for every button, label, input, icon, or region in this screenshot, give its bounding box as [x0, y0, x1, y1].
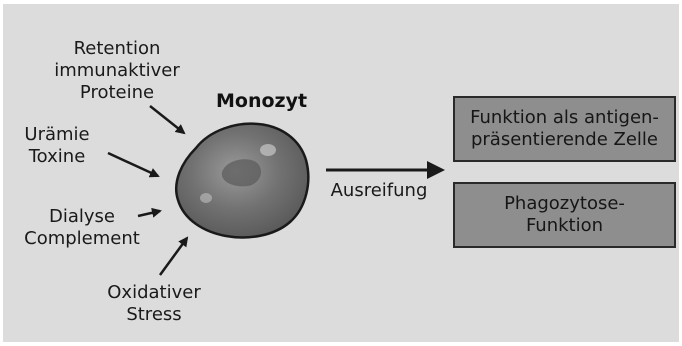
phagocytosis-line-1: Phagozytose- — [504, 193, 625, 215]
retention-line-3: Proteine — [52, 82, 182, 104]
retention-arrow — [150, 106, 184, 133]
antigen-line-1: Funktion als antigen- — [470, 107, 659, 129]
phagocytosis-box: Phagozytose- Funktion — [453, 182, 676, 248]
cell-highlight — [200, 193, 212, 203]
retention-label: Retention immunaktiver Proteine — [52, 38, 182, 104]
phagocytosis-line-2: Funktion — [504, 215, 625, 237]
diagram-title: Monozyt — [216, 90, 307, 112]
oxidativ-line-1: Oxidativer — [94, 282, 214, 304]
antigen-presenting-box: Funktion als antigen- präsentierende Zel… — [453, 96, 676, 162]
antigen-line-2: präsentierende Zelle — [470, 129, 659, 151]
oxidativ-line-2: Stress — [94, 304, 214, 326]
oxidativ-label: Oxidativer Stress — [94, 282, 214, 326]
dialyse-line-2: Complement — [12, 228, 152, 250]
dialyse-line-1: Dialyse — [12, 206, 152, 228]
uraemie-line-1: Urämie — [14, 124, 100, 146]
oxidativ-arrow — [160, 238, 187, 275]
retention-line-1: Retention — [52, 38, 182, 60]
uraemie-arrow — [108, 153, 158, 176]
retention-line-2: immunaktiver — [52, 60, 182, 82]
uraemie-line-2: Toxine — [14, 146, 100, 168]
ausreifung-label: Ausreifung — [320, 180, 438, 202]
cell-highlight — [260, 144, 276, 156]
dialyse-label: Dialyse Complement — [12, 206, 152, 250]
uraemie-label: Urämie Toxine — [14, 124, 100, 168]
